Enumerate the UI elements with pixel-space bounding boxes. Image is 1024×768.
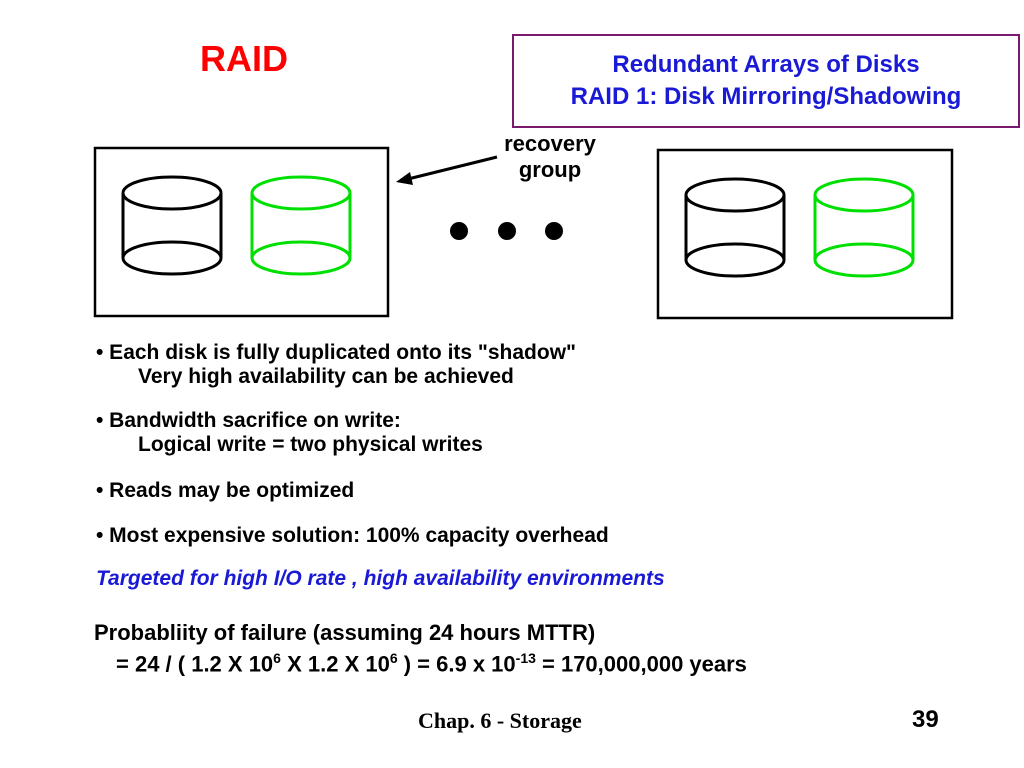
- formula-exp-2: 6: [389, 650, 398, 666]
- page-number: 39: [912, 706, 939, 733]
- recovery-group-box-left: [93, 146, 390, 318]
- subtitle-line-2: RAID 1: Disk Mirroring/Shadowing: [570, 83, 962, 110]
- target-statement: Targeted for high I/O rate , high availa…: [96, 567, 665, 590]
- bullet-3-main: • Reads may be optimized: [96, 479, 355, 502]
- formula-part-1: = 24 / ( 1.2 X 10: [116, 651, 274, 677]
- recovery-label-line-1: recovery: [504, 131, 596, 156]
- formula-part-4: = 170,000,000 years: [535, 651, 747, 677]
- formula-part-3: ) = 6.9 x 10: [397, 651, 516, 677]
- mirror-disk-icon: [813, 177, 915, 278]
- formula-exp-1: 6: [273, 650, 281, 666]
- bullet-4: • Most expensive solution: 100% capacity…: [96, 524, 609, 548]
- bullet-2: • Bandwidth sacrifice on write: Logical …: [96, 409, 483, 457]
- bullet-1-main: • Each disk is fully duplicated onto its…: [96, 341, 577, 364]
- footer-chapter: Chap. 6 - Storage: [418, 708, 582, 733]
- subtitle-line-1: Redundant Arrays of Disks: [612, 51, 920, 78]
- recovery-group-label: recovery group: [470, 131, 630, 183]
- recovery-label-line-2: group: [518, 157, 582, 182]
- formula-exp-3: -13: [515, 650, 536, 666]
- bullet-2-main: • Bandwidth sacrifice on write:: [96, 409, 401, 432]
- subtitle-box: Redundant Arrays of Disks RAID 1: Disk M…: [512, 34, 1020, 128]
- bullet-4-main: • Most expensive solution: 100% capacity…: [96, 524, 609, 547]
- disk-icon: [684, 177, 786, 278]
- raid-diagram: [93, 146, 954, 320]
- probability-heading: Probabliity of failure (assuming 24 hour…: [94, 620, 596, 645]
- bullet-3: • Reads may be optimized: [96, 479, 354, 503]
- recovery-group-box-right: [656, 148, 954, 320]
- bullet-1: • Each disk is fully duplicated onto its…: [96, 341, 576, 389]
- bullet-1-sub: Very high availability can be achieved: [138, 365, 514, 388]
- bullet-2-sub: Logical write = two physical writes: [138, 433, 483, 456]
- mirror-disk-icon: [250, 175, 352, 276]
- formula-part-2: X 1.2 X 10: [280, 651, 390, 677]
- ellipsis-dots: [450, 222, 563, 240]
- slide-title: RAID: [200, 38, 288, 79]
- disk-icon: [121, 175, 223, 276]
- arrow-icon: [396, 155, 498, 185]
- probability-formula: = 24 / ( 1.2 X 106 X 1.2 X 106 ) = 6.9 x…: [116, 650, 747, 677]
